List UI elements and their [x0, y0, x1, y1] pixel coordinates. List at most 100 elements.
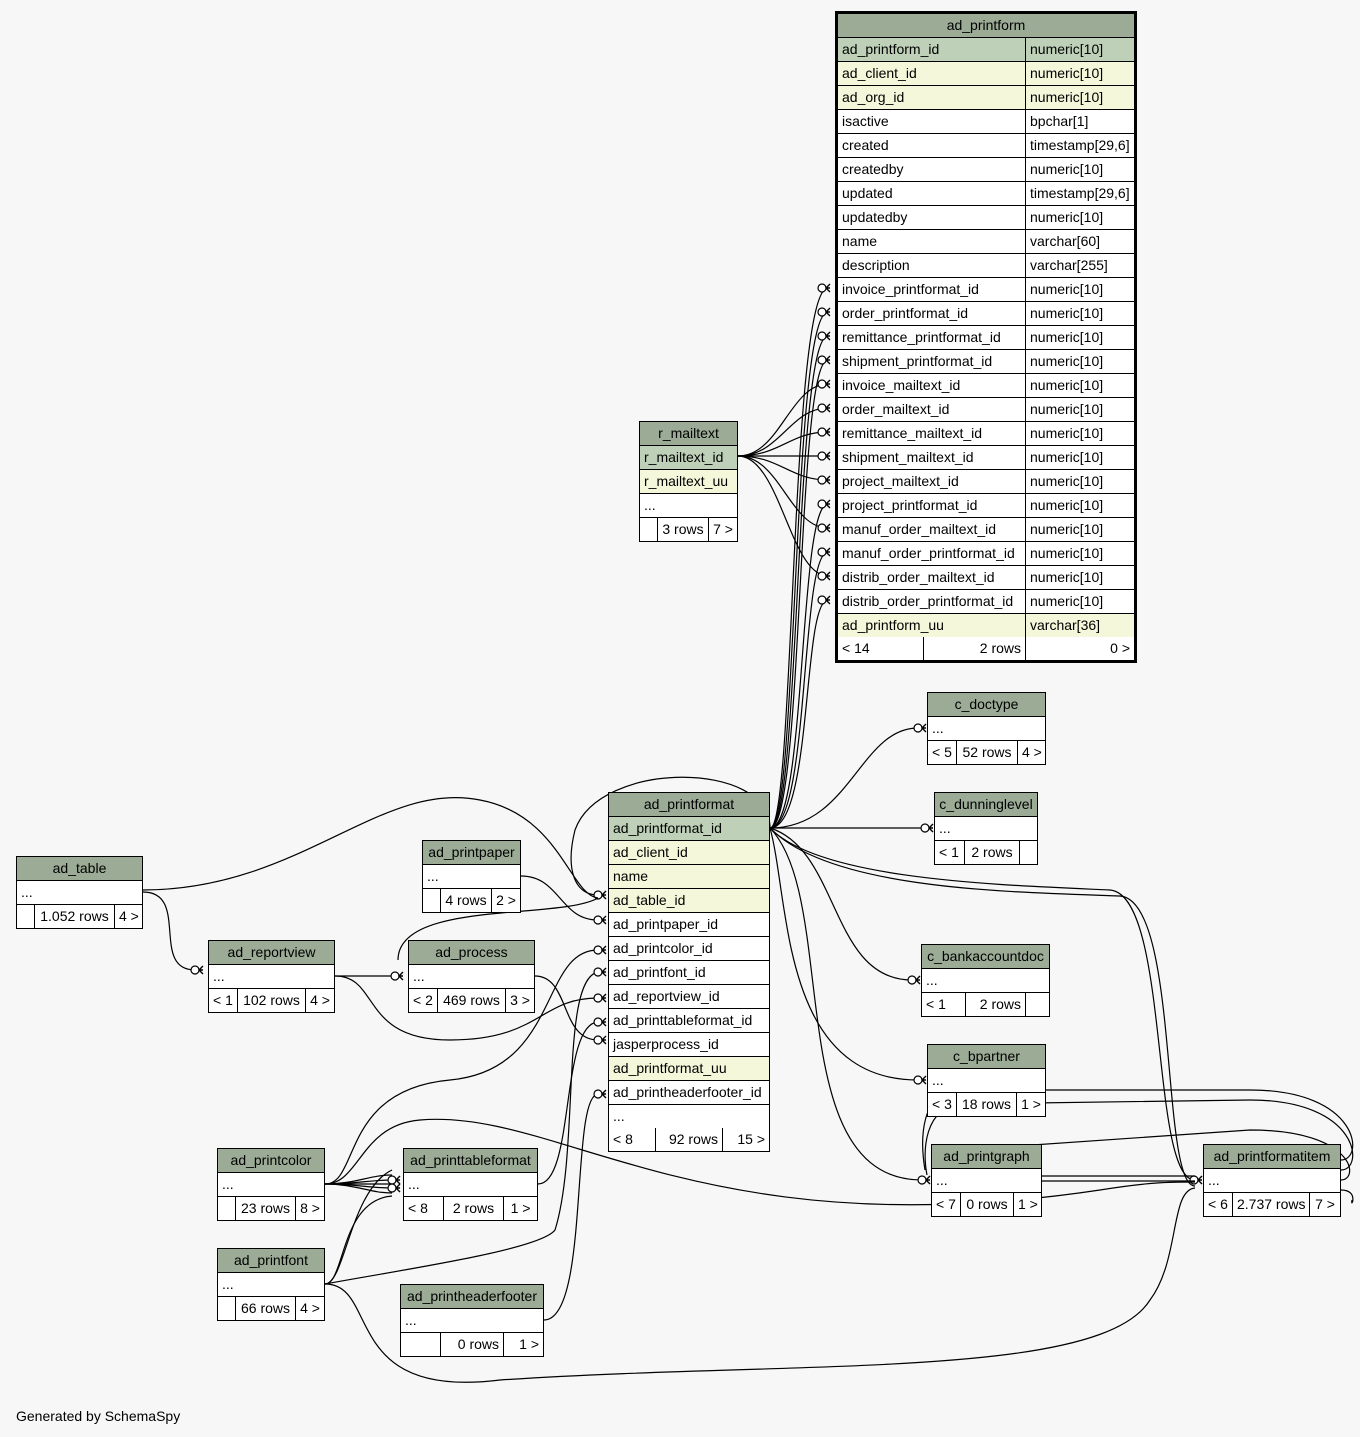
relationship-line — [537, 1021, 599, 1185]
column-row: ... — [922, 969, 1049, 993]
column-row: r_mailtext_uu — [640, 470, 737, 494]
table-header[interactable]: ad_printformat — [609, 793, 769, 817]
column-name: ... — [932, 1072, 944, 1088]
column-name: ... — [21, 884, 33, 900]
table-header[interactable]: ad_printfont — [218, 1249, 324, 1273]
relationship-line — [769, 827, 919, 1081]
children-count[interactable]: 1 > — [510, 1200, 531, 1216]
parents-count[interactable]: < 3 — [928, 1093, 957, 1116]
table-ad_printcolor[interactable]: ad_printcolor ... 23 rows 8 > — [217, 1148, 325, 1221]
table-header[interactable]: c_bankaccountdoc — [922, 945, 1049, 969]
row-count: 469 rows — [438, 989, 506, 1012]
column-row: ... — [932, 1169, 1041, 1193]
parents-count[interactable]: < 1 — [209, 989, 238, 1012]
children-count[interactable]: 4 > — [310, 992, 330, 1008]
table-c_bankaccountdoc[interactable]: c_bankaccountdoc ... < 1 2 rows — [921, 944, 1050, 1017]
parents-count[interactable]: < 1 — [922, 993, 966, 1016]
table-r_mailtext[interactable]: r_mailtext r_mailtext_id r_mailtext_uu .… — [639, 421, 738, 542]
column-name: ad_printpaper_id — [613, 916, 719, 932]
children-count[interactable]: 3 > — [510, 992, 530, 1008]
generated-by-footer: Generated by SchemaSpy — [16, 1408, 181, 1424]
table-header[interactable]: ad_printformatitem — [1204, 1145, 1340, 1169]
column-row: ad_table_id — [609, 889, 769, 913]
table-header[interactable]: ad_printcolor — [218, 1149, 324, 1173]
column-name: ad_reportview_id — [613, 988, 720, 1004]
table-ad_printformatitem[interactable]: ad_printformatitem ... < 6 2.737 rows 7 … — [1203, 1144, 1341, 1217]
crowfoot-marker — [915, 975, 921, 985]
table-header[interactable]: c_bpartner — [928, 1045, 1045, 1069]
children-count[interactable]: 1 > — [519, 1336, 539, 1352]
parents-count[interactable]: < 5 — [928, 741, 957, 764]
table-header[interactable]: c_dunninglevel — [935, 793, 1037, 817]
parents-count — [218, 1197, 236, 1220]
parents-count[interactable]: < 1 — [935, 841, 965, 864]
parents-count[interactable]: < 8 — [609, 1128, 656, 1151]
children-count[interactable]: 2 > — [496, 892, 516, 908]
parents-count[interactable]: < 14 — [838, 637, 924, 660]
column-type: numeric[10] — [1030, 329, 1104, 345]
parents-count — [640, 518, 658, 541]
children-count[interactable]: 0 > — [1110, 640, 1130, 656]
column-type: numeric[10] — [1030, 41, 1104, 57]
optional-marker — [817, 379, 827, 389]
parents-count[interactable]: < 2 — [409, 989, 438, 1012]
table-header[interactable]: ad_printheaderfooter — [401, 1285, 543, 1309]
table-ad_reportview[interactable]: ad_reportview ... < 1 102 rows 4 > — [208, 940, 335, 1013]
table-header[interactable]: r_mailtext — [640, 422, 737, 446]
column-type: varchar[36] — [1030, 617, 1101, 633]
children-count[interactable]: 4 > — [1022, 744, 1042, 760]
table-ad_process[interactable]: ad_process ... < 2 469 rows 3 > — [408, 940, 535, 1013]
table-header[interactable]: ad_reportview — [209, 941, 334, 965]
children-count[interactable]: 8 > — [300, 1200, 320, 1216]
table-ad_printpaper[interactable]: ad_printpaper ... 4 rows 2 > — [422, 840, 521, 913]
table-c_bpartner[interactable]: c_bpartner ... < 3 18 rows 1 > — [927, 1044, 1046, 1117]
parents-count[interactable]: < 6 — [1204, 1193, 1233, 1216]
children-count[interactable]: 1 > — [1018, 1196, 1038, 1212]
column-row: name — [609, 865, 769, 889]
table-ad_printheaderfooter[interactable]: ad_printheaderfooter ... 0 rows 1 > — [400, 1284, 544, 1357]
children-count[interactable]: 4 > — [119, 908, 139, 924]
table-header[interactable]: ad_process — [409, 941, 534, 965]
table-ad_printgraph[interactable]: ad_printgraph ... < 7 0 rows 1 > — [931, 1144, 1042, 1217]
column-name: shipment_mailtext_id — [838, 446, 1026, 469]
optional-marker — [817, 475, 827, 485]
children-count[interactable]: 7 > — [1315, 1196, 1335, 1212]
crowfoot-marker — [395, 1183, 401, 1193]
column-row: ... — [218, 1173, 324, 1197]
table-stats: < 1 2 rows — [922, 993, 1049, 1016]
children-count[interactable]: 7 > — [713, 521, 733, 537]
children-count[interactable]: 1 > — [1021, 1096, 1041, 1112]
table-header[interactable]: ad_table — [17, 857, 142, 881]
table-ad_printfont[interactable]: ad_printfont ... 66 rows 4 > — [217, 1248, 325, 1321]
table-c_doctype[interactable]: c_doctype ... < 5 52 rows 4 > — [927, 692, 1046, 765]
crowfoot-marker — [925, 1175, 931, 1185]
table-header[interactable]: ad_printform — [838, 14, 1134, 38]
column-row: ... — [423, 865, 520, 889]
column-name: ... — [427, 868, 439, 884]
table-header[interactable]: c_doctype — [928, 693, 1045, 717]
table-stats: < 5 52 rows 4 > — [928, 741, 1045, 764]
column-name: project_printformat_id — [838, 494, 1026, 517]
children-count[interactable]: 15 > — [737, 1131, 765, 1147]
parents-count[interactable]: < 8 — [404, 1197, 444, 1220]
table-header[interactable]: ad_printpaper — [423, 841, 520, 865]
column-name: ... — [939, 820, 951, 836]
column-row: ad_printheaderfooter_id — [609, 1081, 769, 1105]
table-ad_table[interactable]: ad_table ... 1.052 rows 4 > — [16, 856, 143, 929]
optional-marker — [817, 307, 827, 317]
table-header[interactable]: ad_printgraph — [932, 1145, 1041, 1169]
children-count[interactable]: 4 > — [300, 1300, 320, 1316]
table-ad_printtableformat[interactable]: ad_printtableformat ... < 8 2 rows 1 > — [403, 1148, 538, 1221]
relationship-line — [324, 1195, 393, 1285]
relationship-line — [769, 359, 829, 829]
table-c_dunninglevel[interactable]: c_dunninglevel ... < 1 2 rows — [934, 792, 1038, 865]
table-header[interactable]: ad_printtableformat — [404, 1149, 537, 1173]
parents-count[interactable]: < 7 — [932, 1193, 961, 1216]
